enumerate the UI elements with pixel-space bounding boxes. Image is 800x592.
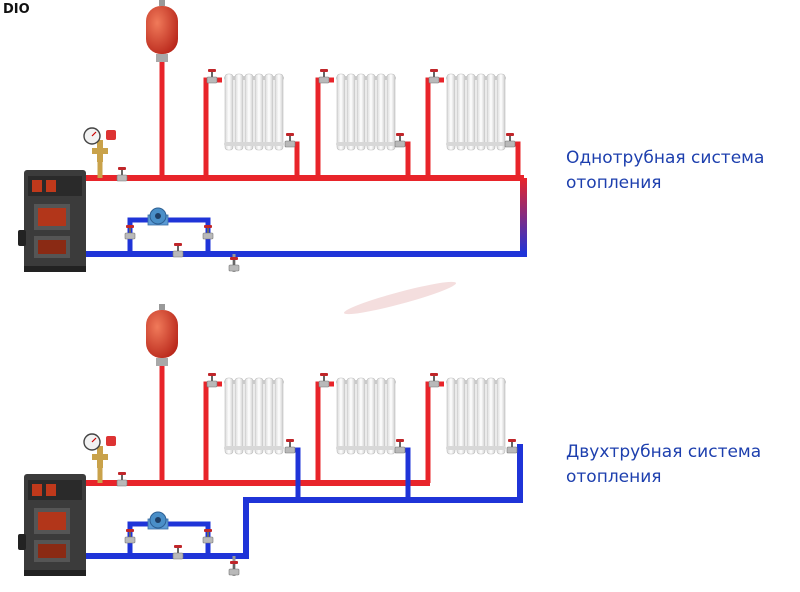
radiator-icon (335, 377, 397, 455)
valve-icon[interactable] (206, 372, 218, 388)
valve-icon[interactable] (172, 544, 184, 560)
boiler-icon (18, 474, 86, 576)
valve-icon[interactable] (394, 132, 406, 148)
single-pipe-system-label: Однотрубная система отопления (566, 146, 764, 196)
two-pipe-system-label: Двухтрубная система отопления (566, 440, 761, 490)
valve-icon[interactable] (506, 438, 518, 454)
valve-icon[interactable] (428, 68, 440, 84)
label-line-2: отопления (566, 173, 662, 193)
valve-icon[interactable] (202, 224, 214, 240)
valve-icon[interactable] (116, 166, 128, 182)
radiator-icon (445, 73, 507, 151)
circulation-pump-icon[interactable] (147, 207, 169, 226)
radiator-icon (335, 73, 397, 151)
radiator-icon (223, 73, 285, 151)
valve-icon[interactable] (228, 256, 240, 272)
two-pipe-system (18, 304, 523, 576)
circulation-pump-icon[interactable] (147, 511, 169, 530)
label-line-1: Однотрубная система (566, 148, 765, 168)
expansion-tank-icon (146, 304, 178, 366)
valve-icon[interactable] (116, 471, 128, 487)
valve-icon[interactable] (318, 68, 330, 84)
valve-icon[interactable] (318, 372, 330, 388)
label-line-1: Двухтрубная система (566, 442, 762, 462)
valve-icon[interactable] (394, 438, 406, 454)
single-pipe-system (18, 0, 527, 272)
valve-icon[interactable] (228, 560, 240, 576)
expansion-tank-icon (146, 0, 178, 62)
radiator-icon (445, 377, 507, 455)
valve-icon[interactable] (206, 68, 218, 84)
valve-icon[interactable] (172, 242, 184, 258)
valve-icon[interactable] (504, 132, 516, 148)
background-smudge (343, 281, 457, 315)
valve-icon[interactable] (284, 438, 296, 454)
cold-return-pipe (84, 444, 523, 559)
pressure-gauge-icon (83, 433, 117, 469)
valve-icon[interactable] (284, 132, 296, 148)
label-line-2: отопления (566, 467, 662, 487)
boiler-icon (18, 170, 86, 272)
valve-icon[interactable] (124, 224, 136, 240)
riser-pipe (520, 178, 527, 254)
valve-icon[interactable] (428, 372, 440, 388)
radiator-icon (223, 377, 285, 455)
pressure-gauge-icon (83, 127, 117, 163)
watermark: DIO (3, 2, 30, 17)
valve-icon[interactable] (124, 528, 136, 544)
valve-icon[interactable] (202, 528, 214, 544)
